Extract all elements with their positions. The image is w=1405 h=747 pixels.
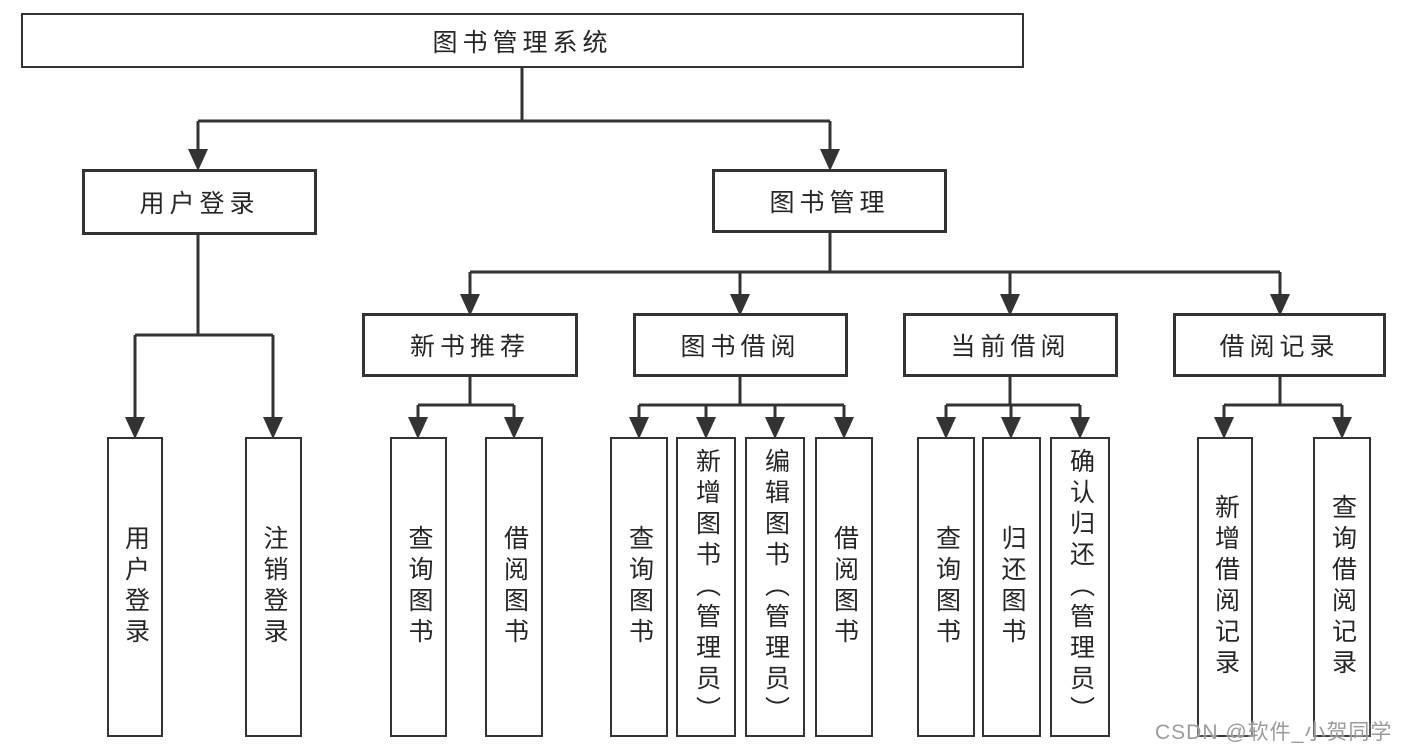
leaf-borrow-books-borrowing: 借阅图书 [815, 437, 873, 737]
node-book-borrowing: 图书借阅 [633, 313, 848, 377]
leaf-query-borrow-record: 查询借阅记录 [1313, 437, 1371, 737]
node-user-login: 用户登录 [82, 169, 317, 235]
leaf-edit-book-admin: 编辑图书（管理员） [745, 437, 805, 737]
leaf-confirm-return-admin: 确认归还（管理员） [1050, 437, 1110, 737]
arrowhead-icons [125, 149, 1352, 439]
leaf-add-borrow-record: 新增借阅记录 [1197, 437, 1253, 737]
leaf-return-books: 归还图书 [982, 437, 1041, 737]
node-root: 图书管理系统 [21, 13, 1024, 68]
leaf-query-books-current: 查询图书 [917, 437, 975, 737]
leaf-logout: 注销登录 [245, 437, 302, 737]
tree-edges [133, 68, 1344, 421]
leaf-borrow-books-recommend: 借阅图书 [485, 437, 543, 737]
csdn-watermark: CSDN @软件_小贺同学 [1155, 721, 1393, 744]
node-book-management: 图书管理 [712, 169, 947, 233]
leaf-query-books-borrowing: 查询图书 [610, 437, 668, 737]
node-borrowing-records: 借阅记录 [1173, 313, 1386, 377]
leaf-add-book-admin: 新增图书（管理员） [676, 437, 736, 737]
leaf-user-login: 用户登录 [107, 437, 163, 737]
node-new-book-recommend: 新书推荐 [362, 313, 578, 377]
leaf-query-books-recommend: 查询图书 [390, 437, 447, 737]
node-current-borrowing: 当前借阅 [903, 313, 1118, 377]
